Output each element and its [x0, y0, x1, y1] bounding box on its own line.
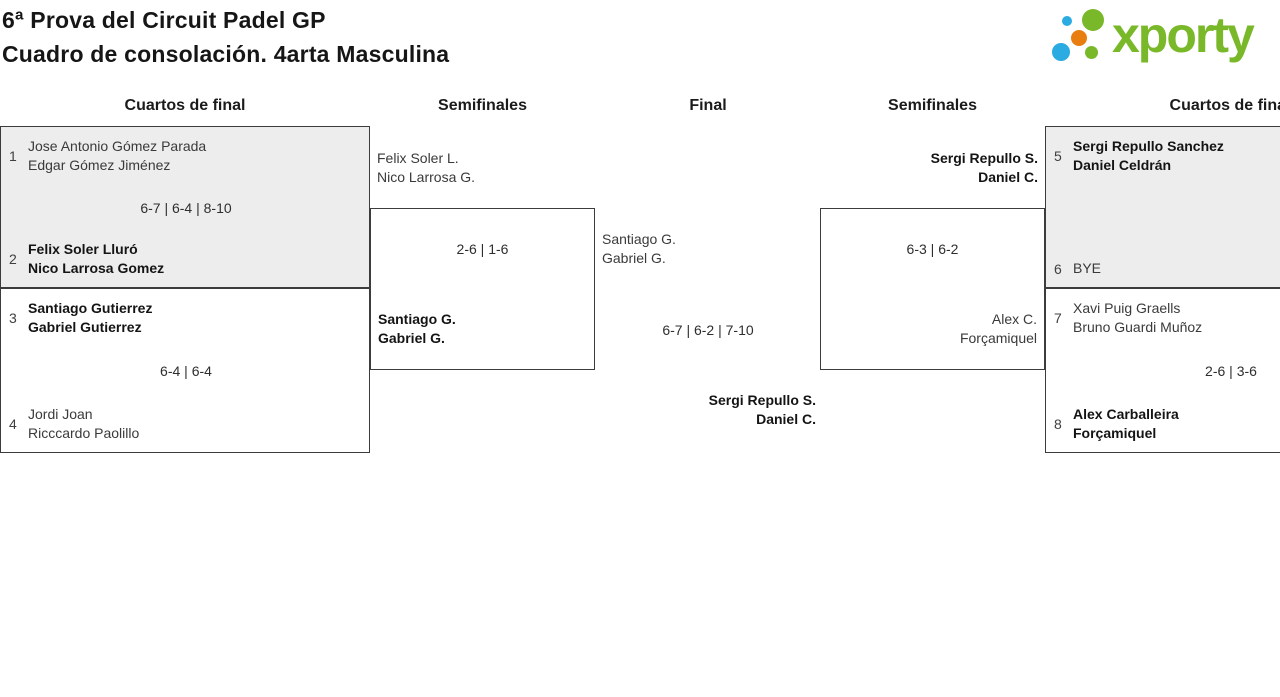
seed-number: 3: [9, 310, 17, 326]
final-top-team: Santiago G. Gabriel G.: [602, 230, 676, 268]
match-score: 2-6 | 3-6: [1205, 363, 1257, 379]
logo-dot-green-large: [1082, 9, 1104, 31]
round-header-quarterfinals-left: Cuartos de final: [124, 97, 246, 114]
match-score: 6-3 | 6-2: [906, 241, 959, 257]
round-header-semifinals-left: Semifinales: [438, 97, 527, 114]
match-box-sf-left[interactable]: 2-6 | 1-6 Santiago G. Gabriel G.: [370, 208, 595, 370]
player-name: Sergi Repullo S.: [708, 392, 816, 408]
player-name: Jordi Joan: [28, 406, 93, 422]
seed-number: 5: [1054, 148, 1062, 164]
round-header-quarterfinals-right: Cuartos de final: [1169, 97, 1280, 114]
seed-number: 2: [9, 251, 17, 267]
team-row: 4 Jordi Joan Ricccardo Paolillo: [9, 405, 363, 443]
player-name: Sergi Repullo Sanchez: [1073, 138, 1224, 154]
team-row-winner: 8 Alex Carballeira Forçamiquel: [1054, 405, 1280, 443]
player-name: Edgar Gómez Jiménez: [28, 157, 171, 173]
seed-number: 8: [1054, 416, 1062, 432]
team-names: Santiago Gutierrez Gabriel Gutierrez: [28, 299, 152, 337]
match-box-qf-left-top[interactable]: 1 Jose Antonio Gómez Parada Edgar Gómez …: [0, 126, 370, 288]
final-score: 6-7 | 6-2 | 7-10: [662, 322, 754, 338]
final-winner-team: Sergi Repullo S. Daniel C.: [709, 391, 816, 429]
team-names: Xavi Puig Graells Bruno Guardi Muñoz: [1073, 299, 1202, 337]
player-name: Gabriel G.: [378, 330, 445, 346]
page-title-line2: Cuadro de consolación. 4arta Masculina: [2, 41, 450, 67]
team-row: 7 Xavi Puig Graells Bruno Guardi Muñoz: [1054, 299, 1280, 337]
team-row-winner: 2 Felix Soler Lluró Nico Larrosa Gomez: [9, 240, 363, 278]
match-box-qf-right-top[interactable]: 5 Sergi Repullo Sanchez Daniel Celdrán 6…: [1045, 126, 1280, 288]
match-score: 2-6 | 1-6: [456, 241, 509, 257]
team-names: Jose Antonio Gómez Parada Edgar Gómez Ji…: [28, 137, 206, 175]
player-name: Felix Soler Lluró: [28, 241, 138, 257]
team-names: BYE: [1073, 259, 1101, 278]
page-title: 6ª Prova del Circuit Padel GP Cuadro de …: [2, 3, 449, 71]
player-name: BYE: [1073, 260, 1102, 276]
sf-right-top-team: Sergi Repullo S. Daniel C.: [931, 149, 1038, 187]
player-name: Daniel Celdrán: [1073, 157, 1172, 173]
logo-dot-blue-large: [1052, 43, 1070, 61]
sf-left-top-team: Felix Soler L. Nico Larrosa G.: [377, 149, 475, 187]
player-name: Santiago Gutierrez: [28, 300, 153, 316]
team-row-winner: 3 Santiago Gutierrez Gabriel Gutierrez: [9, 299, 363, 337]
team-row: 6 BYE: [1054, 259, 1280, 278]
player-name: Gabriel Gutierrez: [28, 319, 142, 335]
team-names: Jordi Joan Ricccardo Paolillo: [28, 405, 139, 443]
player-name: Santiago G.: [602, 231, 676, 247]
match-box-qf-right-bottom[interactable]: 7 Xavi Puig Graells Bruno Guardi Muñoz 2…: [1045, 288, 1280, 453]
player-name: Ricccardo Paolillo: [28, 425, 140, 441]
player-name: Santiago G.: [378, 311, 456, 327]
round-header-semifinals-right: Semifinales: [888, 97, 977, 114]
player-name: Daniel C.: [756, 411, 816, 427]
team-names: Felix Soler Lluró Nico Larrosa Gomez: [28, 240, 164, 278]
player-name: Xavi Puig Graells: [1073, 300, 1181, 316]
match-box-qf-left-bottom[interactable]: 3 Santiago Gutierrez Gabriel Gutierrez 6…: [0, 288, 370, 453]
match-score: 6-4 | 6-4: [160, 363, 212, 379]
player-name: Nico Larrosa Gomez: [28, 260, 165, 276]
logo-dot-orange: [1071, 30, 1087, 46]
round-header-final: Final: [689, 97, 727, 114]
player-name: Nico Larrosa G.: [377, 169, 476, 185]
match-score: 6-7 | 6-4 | 8-10: [140, 199, 232, 216]
page-title-line1: 6ª Prova del Circuit Padel GP: [2, 7, 326, 33]
team-names: Alex Carballeira Forçamiquel: [1073, 405, 1179, 443]
player-name: Daniel C.: [978, 169, 1038, 185]
team-row: 1 Jose Antonio Gómez Parada Edgar Gómez …: [9, 137, 363, 175]
sf-left-winner-team: Santiago G. Gabriel G.: [378, 310, 456, 348]
player-name: Alex C.: [991, 311, 1037, 327]
xporty-logo[interactable]: xporty: [1048, 6, 1280, 76]
player-name: Gabriel G.: [602, 250, 666, 266]
player-name: Felix Soler L.: [377, 150, 459, 166]
player-name: Bruno Guardi Muñoz: [1073, 319, 1203, 335]
seed-number: 4: [9, 416, 17, 432]
team-names: Sergi Repullo Sanchez Daniel Celdrán: [1073, 137, 1224, 175]
seed-number: 6: [1054, 260, 1062, 277]
sf-right-bottom-team: Alex C. Forçamiquel: [960, 310, 1037, 348]
team-row-winner: 5 Sergi Repullo Sanchez Daniel Celdrán: [1054, 137, 1280, 175]
logo-dot-green-small: [1085, 46, 1098, 59]
seed-number: 7: [1054, 310, 1062, 326]
player-name: Forçamiquel: [1073, 425, 1157, 441]
player-name: Forçamiquel: [959, 330, 1037, 346]
logo-dot-blue-small: [1062, 16, 1072, 26]
xporty-logo-text: xporty: [1112, 7, 1255, 63]
match-box-sf-right[interactable]: 6-3 | 6-2 Alex C. Forçamiquel: [820, 208, 1045, 370]
player-name: Jose Antonio Gómez Parada: [28, 138, 207, 154]
seed-number: 1: [9, 148, 17, 164]
player-name: Sergi Repullo S.: [930, 150, 1038, 166]
player-name: Alex Carballeira: [1073, 406, 1179, 422]
